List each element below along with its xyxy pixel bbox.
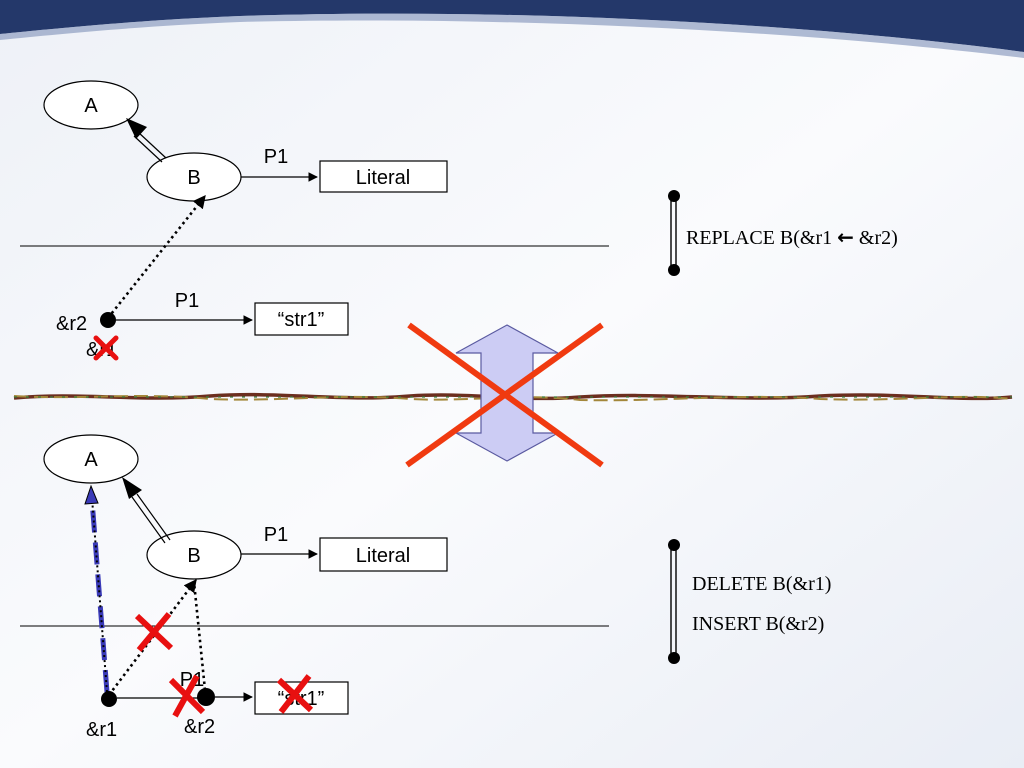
top-r2-to-b-dotted bbox=[106, 194, 207, 319]
top-operation-prefix: REPLACE B(&r1 bbox=[686, 227, 837, 249]
bottom-scenario: A B P1 Literal P1 “str1” &r1 &r2 bbox=[20, 434, 831, 741]
top-operation-text: REPLACE B(&r1 ← &r2) bbox=[686, 225, 898, 249]
top-r1-cross-mark bbox=[93, 335, 119, 361]
bottom-literal-box bbox=[319, 537, 448, 572]
bottom-operation-delete: DELETE B(&r1) bbox=[692, 573, 831, 595]
top-r2-dot bbox=[100, 312, 116, 328]
bottom-p1-label: P1 bbox=[264, 524, 288, 546]
top-b-to-a-arrowhead bbox=[126, 118, 147, 139]
bottom-str1-cross-mark bbox=[276, 674, 314, 714]
top-node-a bbox=[43, 80, 139, 130]
bottom-edge-cross-mark bbox=[134, 612, 174, 652]
top-op-bar-top-dot bbox=[668, 190, 680, 202]
top-str1-label: “str1” bbox=[278, 309, 325, 331]
top-node-a-label: A bbox=[84, 95, 98, 117]
big-red-cross-icon bbox=[405, 322, 604, 468]
top-literal-label: Literal bbox=[356, 167, 410, 189]
top-str1-box bbox=[254, 302, 349, 336]
top-op-bar-bottom-dot bbox=[668, 264, 680, 276]
bottom-op-bar-bottom-dot bbox=[668, 652, 680, 664]
bottom-r1-label: &r1 bbox=[86, 719, 117, 741]
top-operation-arrow: ← bbox=[837, 225, 854, 249]
bottom-r2-dot bbox=[197, 688, 215, 706]
bottom-r2-label: &r2 bbox=[184, 716, 215, 738]
bottom-r1-dot bbox=[101, 691, 117, 707]
bottom-node-a bbox=[43, 434, 139, 484]
top-operation-suffix: &r2) bbox=[854, 227, 898, 249]
top-scenario: A B P1 Literal P1 “str1” &r2 &r1 bbox=[20, 80, 898, 361]
top-literal-box bbox=[319, 160, 448, 193]
top-b-to-a-line-1 bbox=[137, 131, 167, 159]
header-band-highlight bbox=[0, 13, 1024, 59]
bottom-node-b-label: B bbox=[187, 545, 200, 567]
header-band bbox=[0, 0, 1024, 52]
bottom-op-bar-top-dot bbox=[668, 539, 680, 551]
bottom-b-to-a-arrowhead bbox=[122, 477, 142, 499]
bottom-b-to-a-line-2 bbox=[131, 496, 166, 544]
bottom-b-to-a-line-1 bbox=[136, 493, 171, 541]
top-r2-p1-label: P1 bbox=[175, 290, 199, 312]
top-node-b-label: B bbox=[187, 167, 200, 189]
bottom-r2-cross-mark bbox=[168, 674, 206, 718]
bottom-r2-to-b-dotted bbox=[192, 581, 207, 691]
top-p1-label: P1 bbox=[264, 146, 288, 168]
bottom-node-a-label: A bbox=[84, 449, 98, 471]
top-r2-label: &r2 bbox=[56, 313, 87, 335]
bottom-r1-to-a-arrowhead bbox=[84, 484, 99, 505]
bottom-operation-insert: INSERT B(&r2) bbox=[692, 613, 824, 635]
bottom-literal-label: Literal bbox=[356, 545, 410, 567]
top-b-to-a-line-2 bbox=[133, 135, 163, 163]
